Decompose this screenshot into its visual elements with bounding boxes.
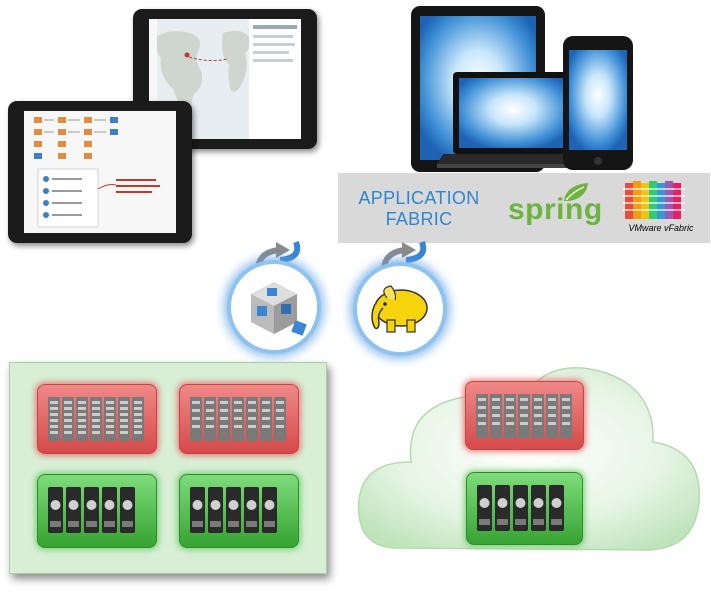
hard-drive-icon [190,487,277,533]
tablet-devices-icon [24,111,176,233]
application-fabric-line2: FABRIC [385,209,453,229]
compute-pod [179,384,299,454]
hard-drive-icon [477,485,564,531]
vfabric-logo-text: VMware vFabric [628,223,694,233]
application-fabric-line1: APPLICATION [358,188,480,208]
spring-leaf-icon [564,183,588,201]
server-rack-icon [190,397,286,441]
compute-pod [37,384,157,454]
spring-logo: spring [508,193,603,226]
storage-pod [37,474,157,548]
compute-pod [465,381,584,450]
server-rack-icon [48,397,144,441]
application-fabric-panel: APPLICATION FABRIC spring VMware vFabric [338,173,710,243]
tablet-back [133,9,317,149]
hard-drive-icon [48,487,135,533]
storage-pod [466,472,583,545]
multi-device-icon [411,6,633,172]
server-rack-icon [476,394,572,438]
service-cube-icon [251,282,307,336]
application-fabric-label: APPLICATION FABRIC [344,188,494,230]
map-icon [149,19,301,139]
contacts-screen [24,111,176,233]
hadoop-circle [353,262,447,356]
map-screen [149,19,301,139]
service-circle [227,260,321,354]
storage-pod [179,474,299,548]
vfabric-logo-icon [623,181,685,219]
datacenter-box [9,362,327,574]
hadoop-elephant-icon [371,285,428,333]
tablet-front [8,101,192,243]
